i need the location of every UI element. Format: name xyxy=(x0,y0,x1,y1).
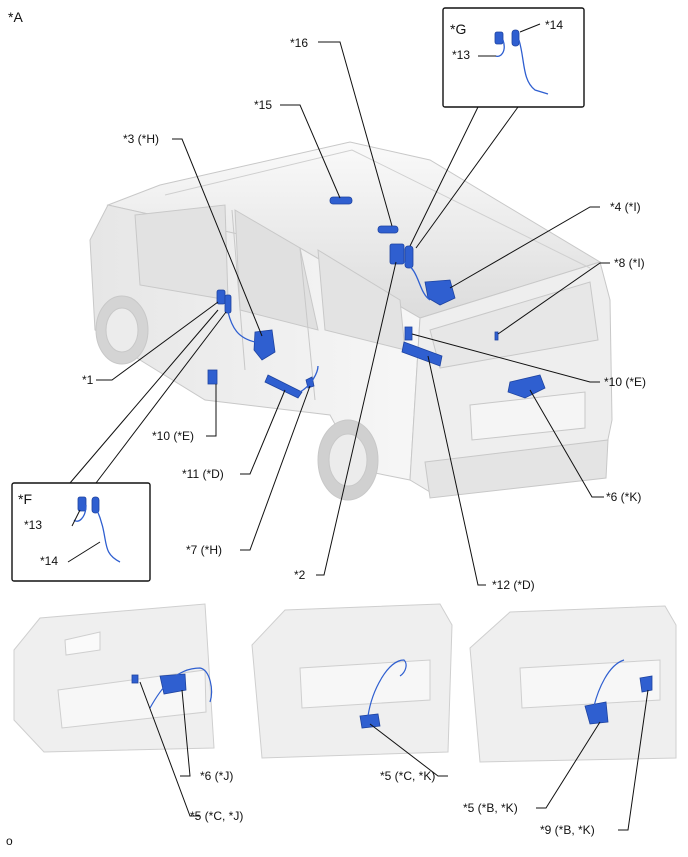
callout-12: *12 (*D) xyxy=(492,578,535,592)
main-wires xyxy=(227,261,431,393)
main-parts xyxy=(207,196,546,399)
part-1 xyxy=(216,289,226,305)
callout-5-c-k: *5 (*C, *K) xyxy=(380,769,436,783)
part-3 xyxy=(253,329,276,361)
part-12 xyxy=(401,341,443,367)
callout-5-c-j: *5 (*C, *J) xyxy=(190,809,244,823)
part-1b xyxy=(224,294,232,314)
part-4 xyxy=(424,279,456,306)
leader-lines xyxy=(67,23,649,831)
van-body xyxy=(89,141,613,501)
callout-16: *16 xyxy=(290,36,309,50)
footer-code: o xyxy=(6,834,13,848)
callout-6-j: *6 (*J) xyxy=(200,769,234,783)
inset-g-callout-14: *14 xyxy=(545,18,564,32)
inset-f-callout-13: *13 xyxy=(24,518,43,532)
part-10-right xyxy=(404,326,413,341)
callout-2: *2 xyxy=(294,568,306,582)
view-label: *A xyxy=(8,9,23,25)
callout-7: *7 (*H) xyxy=(186,543,223,557)
part-6 xyxy=(507,374,546,399)
callout-5-b-k: *5 (*B, *K) xyxy=(463,801,518,815)
part-8 xyxy=(494,331,499,341)
inset-g-label: *G xyxy=(450,21,467,37)
callout-9-b-k: *9 (*B, *K) xyxy=(540,823,595,837)
inset-g-callout-13: *13 xyxy=(452,48,471,62)
callout-4: *4 (*I) xyxy=(610,200,641,214)
callout-10-left: *10 (*E) xyxy=(152,429,195,443)
callout-6-k: *6 (*K) xyxy=(606,490,642,504)
rear-view-1 xyxy=(13,603,215,753)
inset-f xyxy=(11,482,151,582)
callout-3: *3 (*H) xyxy=(123,132,160,146)
rear-view-2 xyxy=(251,603,453,759)
inset-f-label: *F xyxy=(18,491,32,507)
part-11 xyxy=(264,374,303,399)
callout-1: *1 xyxy=(82,373,94,387)
part-15 xyxy=(329,196,353,205)
callout-11: *11 (*D) xyxy=(182,467,224,481)
inset-f-callout-14: *14 xyxy=(40,554,59,568)
rear-view-3 xyxy=(469,605,677,763)
inset-g xyxy=(442,7,585,108)
part-16 xyxy=(377,225,399,234)
callout-10-right: *10 (*E) xyxy=(604,375,647,389)
part-10-left xyxy=(207,369,218,385)
callout-8: *8 (*I) xyxy=(614,256,645,270)
callout-15: *15 xyxy=(254,98,273,112)
part-2 xyxy=(389,243,405,265)
part-2b xyxy=(404,245,414,269)
